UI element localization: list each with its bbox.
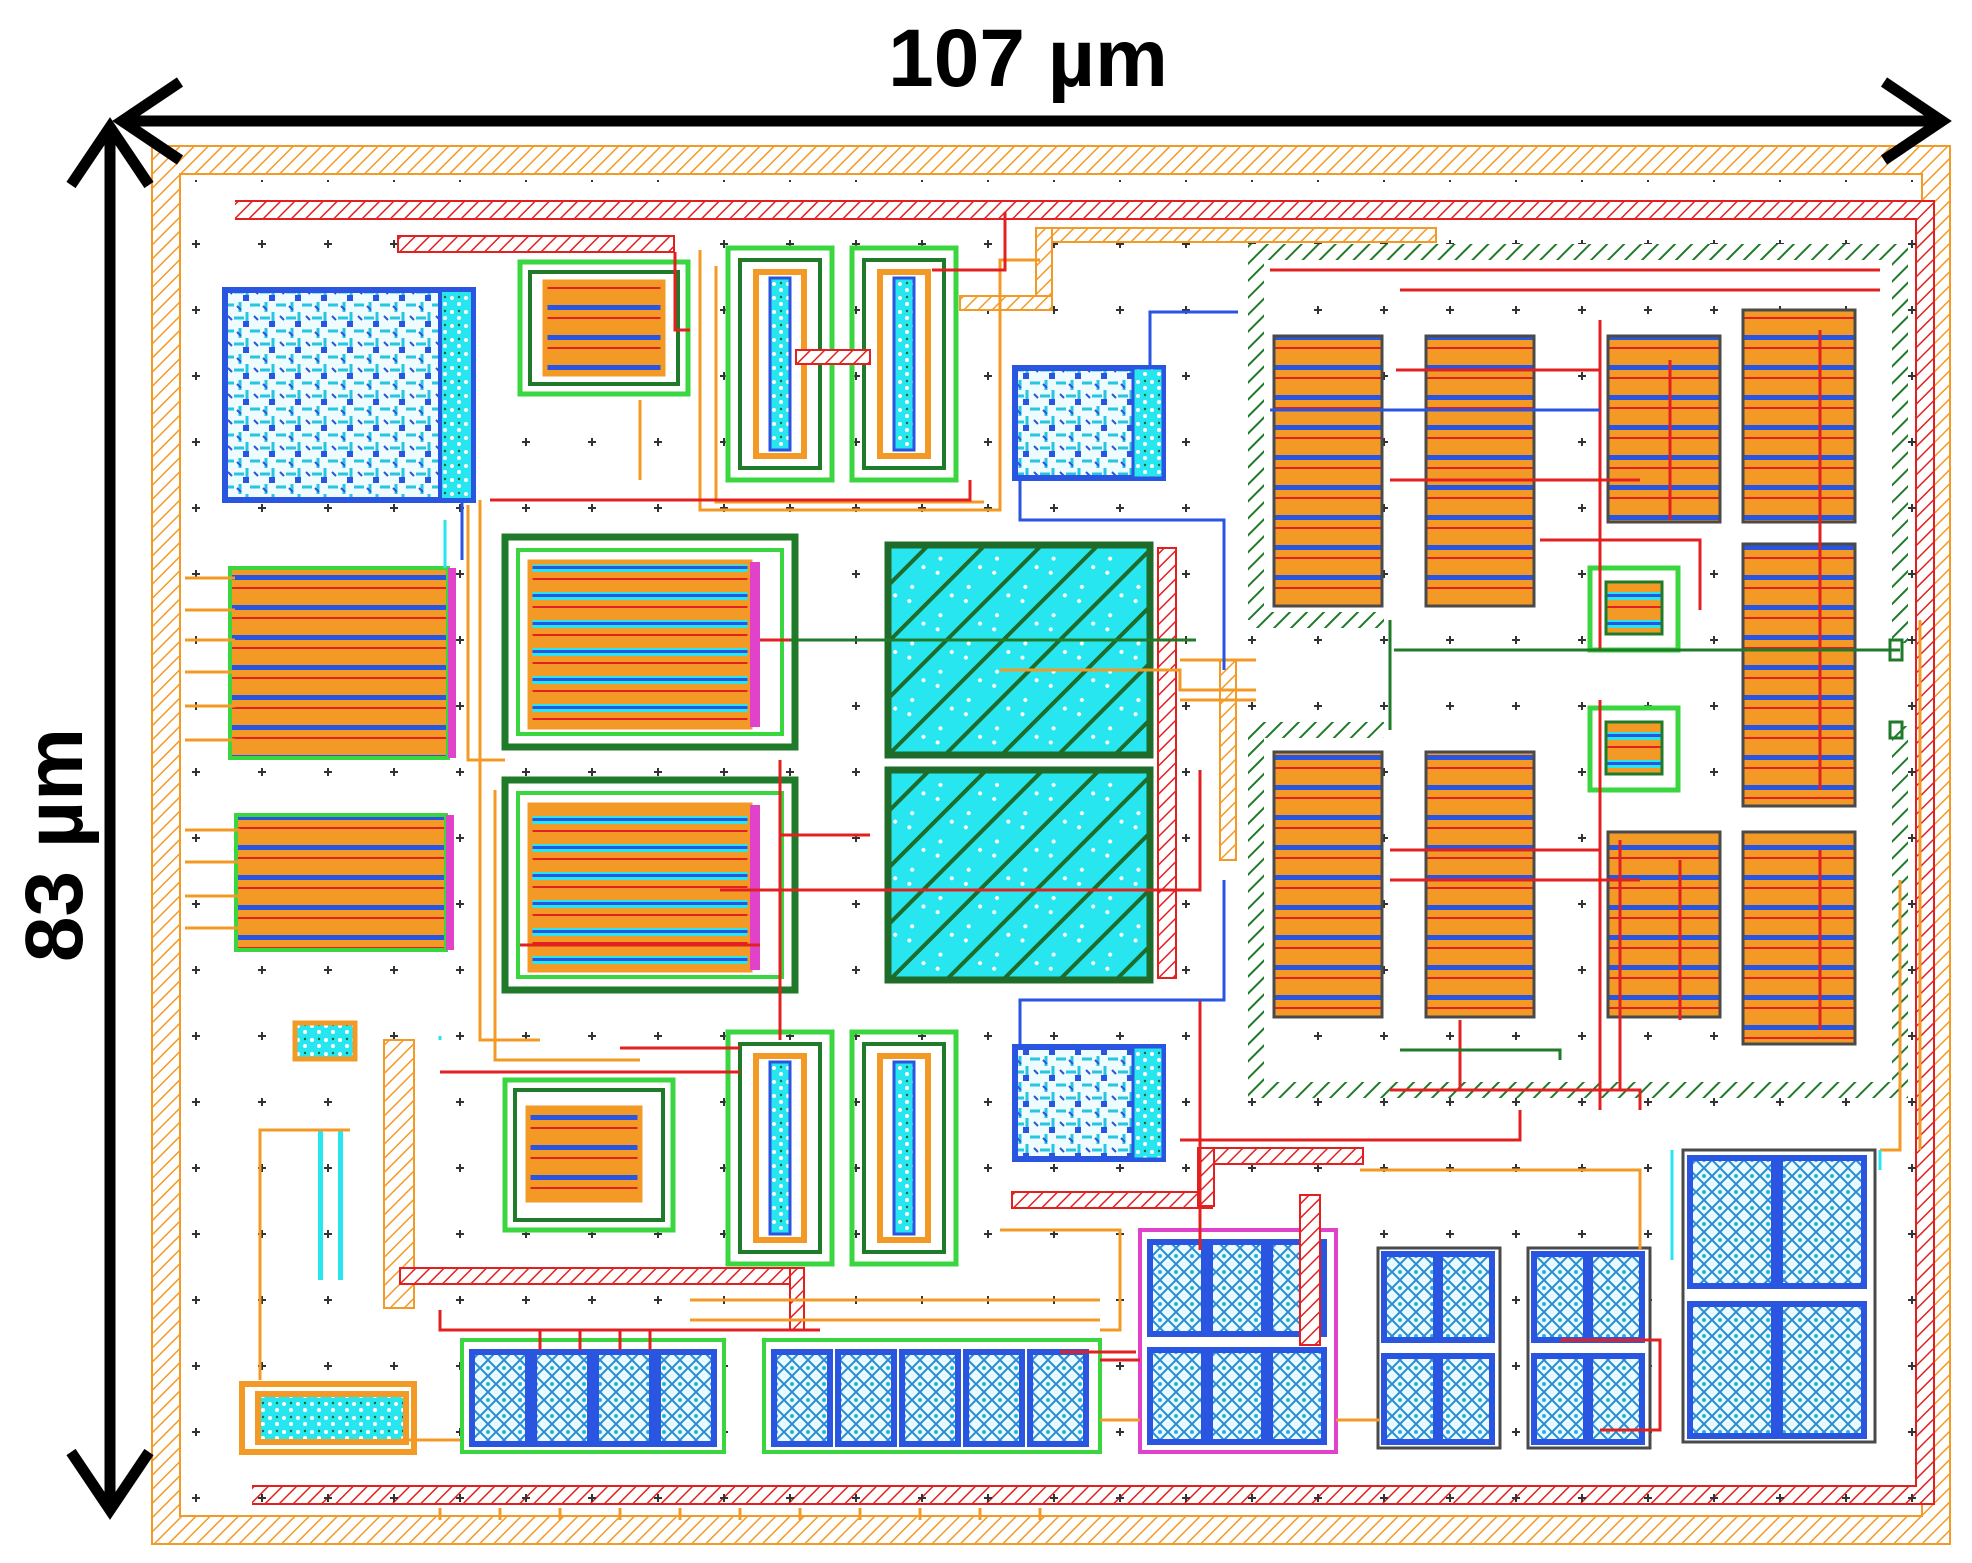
capacitor-lower: [884, 766, 1154, 984]
vertical-cells-top: [725, 245, 959, 483]
routing-orange: [185, 250, 1922, 1520]
bottom-cap-array-5: [1526, 1246, 1652, 1450]
differential-pair-upper: [501, 533, 799, 751]
guard-ring-upper-right: [1248, 244, 1908, 643]
routing-green: [790, 620, 1904, 1060]
width-label: 107 µm: [888, 13, 1168, 104]
routing-blue: [460, 310, 1600, 1047]
capacitor-side-rail: [1157, 547, 1177, 979]
differential-pair-lower: [501, 776, 799, 994]
orange-hatched-bars: [959, 227, 1437, 861]
right-finger-arrays-lower: [1272, 750, 1857, 1046]
hatched-column: [383, 1039, 415, 1309]
vertical-cells-bottom: [725, 1029, 959, 1267]
blue-mesh-cell-bottom: [1012, 1044, 1166, 1162]
height-label: 83 µm: [9, 728, 100, 962]
bottom-cap-array-4: [1376, 1246, 1502, 1450]
capacitor-upper: [884, 541, 1154, 759]
routing-red: [438, 212, 1880, 1432]
right-finger-arrays-upper: [1272, 308, 1857, 808]
left-finger-array-1: [228, 566, 456, 760]
cyan-bars: [318, 1130, 343, 1280]
small-transistor-cell-bottom: [502, 1077, 676, 1233]
bottom-cap-array-6: [1681, 1148, 1877, 1444]
cyan-jumpers: [438, 520, 1882, 1260]
tiny-cell: [292, 1020, 358, 1062]
blue-mesh-cell-top: [1012, 365, 1166, 481]
small-transistor-cell-top: [517, 259, 691, 397]
left-finger-array-2: [234, 813, 454, 952]
bottom-cap-array-1: [460, 1338, 726, 1454]
bottom-cap-array-2: [762, 1338, 1102, 1454]
width-dimension-arrow: [112, 77, 1952, 165]
bottom-left-resistor: [239, 1381, 417, 1455]
small-right-cells: [1587, 565, 1681, 793]
red-hatched-rails: [397, 235, 1364, 1346]
height-dimension-arrow: [66, 117, 154, 1520]
blue-weave-block: [222, 287, 476, 503]
